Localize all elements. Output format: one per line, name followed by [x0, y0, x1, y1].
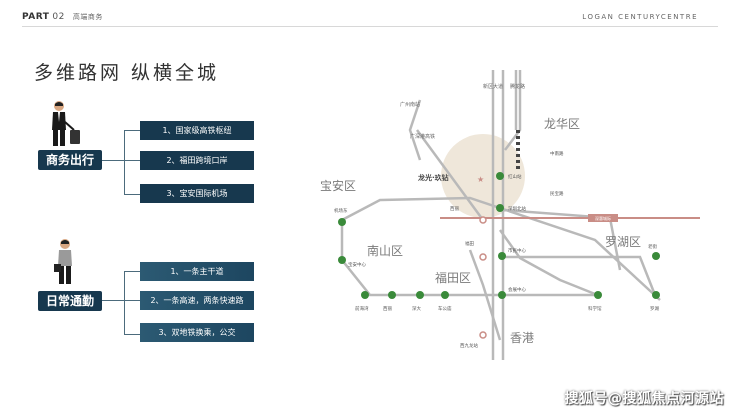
station-label: 宝安中心 — [348, 261, 366, 268]
connector — [124, 300, 140, 301]
section-title: 高端商务 — [72, 13, 103, 21]
station-icon — [479, 331, 487, 339]
bracket — [124, 271, 141, 335]
station-label: 车公庙 — [438, 305, 452, 312]
watermark: 搜狐号@搜狐焦点河源站 — [564, 391, 724, 407]
part-label: PART — [22, 12, 50, 22]
station-markers — [338, 172, 660, 339]
station-icon — [496, 204, 504, 212]
station-label: 机场东 — [334, 207, 348, 214]
district-nanshan: 南山区 — [367, 243, 403, 258]
commuter-icon — [54, 239, 72, 284]
station-labels: 中南路 红山站 民宝路 深圳北站 机场东 西丽 福田 宝安中心 前海湾 西丽 深… — [334, 150, 659, 349]
road-label: 腾龙路 — [510, 83, 525, 90]
transit-map: 深惠城际 龙华区 宝安区 南山区 福田区 罗湖区 香港 新区大道 腾龙路 广州南… — [320, 70, 700, 360]
station-label: 中南路 — [550, 150, 564, 157]
station-icon — [338, 218, 346, 226]
station-label: 罗湖 — [650, 305, 659, 312]
district-luohu: 罗湖区 — [605, 234, 641, 249]
station-label: 前海湾 — [355, 305, 369, 312]
brand-name: LOGAN CENTURYCENTRE — [582, 13, 698, 21]
businessman-icon — [52, 101, 80, 146]
station-label: 老街 — [648, 243, 657, 250]
business-label: 商务出行 — [38, 150, 102, 170]
station-label: 深圳北站 — [508, 205, 526, 212]
intercity-label: 深惠城际 — [595, 215, 611, 221]
district-hongkong: 香港 — [510, 331, 534, 345]
commute-label: 日常通勤 — [38, 291, 102, 311]
station-label: 红山站 — [508, 173, 522, 180]
district-futian: 福田区 — [435, 270, 471, 285]
district-longhua: 龙华区 — [544, 117, 580, 131]
road-label: 广州南站 — [400, 101, 420, 108]
station-icon — [498, 252, 506, 260]
district-baoan: 宝安区 — [320, 178, 356, 193]
station-label: 西丽 — [383, 306, 392, 312]
station-icon — [479, 253, 487, 261]
station-icon — [652, 252, 660, 260]
business-item: 3、宝安国际机场 — [140, 184, 254, 203]
station-icon — [498, 291, 506, 299]
station-icon — [479, 216, 487, 224]
station-label: 深大 — [412, 305, 421, 312]
station-icon — [441, 291, 449, 299]
station-icon — [361, 291, 369, 299]
intercity-badge — [588, 214, 618, 222]
connector — [124, 160, 140, 161]
road-label: 新区大道 — [483, 83, 503, 90]
business-item: 1、国家级高铁枢纽 — [140, 121, 254, 140]
project-star-icon: ★ — [477, 175, 484, 184]
station-label: 科学馆 — [588, 305, 602, 312]
station-icon — [388, 291, 396, 299]
station-label: 会展中心 — [508, 286, 526, 293]
station-icon — [416, 291, 424, 299]
station-label: 西丽 — [450, 206, 459, 212]
station-icon — [652, 291, 660, 299]
page-title: 多维路网 纵横全城 — [34, 62, 220, 84]
station-label: 民宝路 — [550, 190, 564, 197]
commute-item: 3、双地铁换乘，公交 — [140, 323, 254, 342]
road-label: 广深港高铁 — [410, 133, 435, 140]
commute-item: 1、一条主干道 — [140, 262, 254, 281]
station-icon — [594, 291, 602, 299]
business-item: 2、福田跨境口岸 — [140, 151, 254, 170]
station-icon — [496, 172, 504, 180]
station-label: 西九龙站 — [460, 342, 478, 349]
connector — [102, 160, 124, 161]
part-number: 02 — [52, 12, 65, 22]
station-icon — [338, 256, 346, 264]
project-name: 龙光·玖钻 — [417, 173, 449, 182]
connector — [102, 300, 124, 301]
commute-item: 2、一条高速，两条快速路 — [140, 291, 254, 310]
header-divider — [22, 26, 718, 27]
station-label: 市民中心 — [508, 247, 526, 254]
bracket — [124, 130, 141, 195]
station-label: 福田 — [465, 240, 474, 247]
